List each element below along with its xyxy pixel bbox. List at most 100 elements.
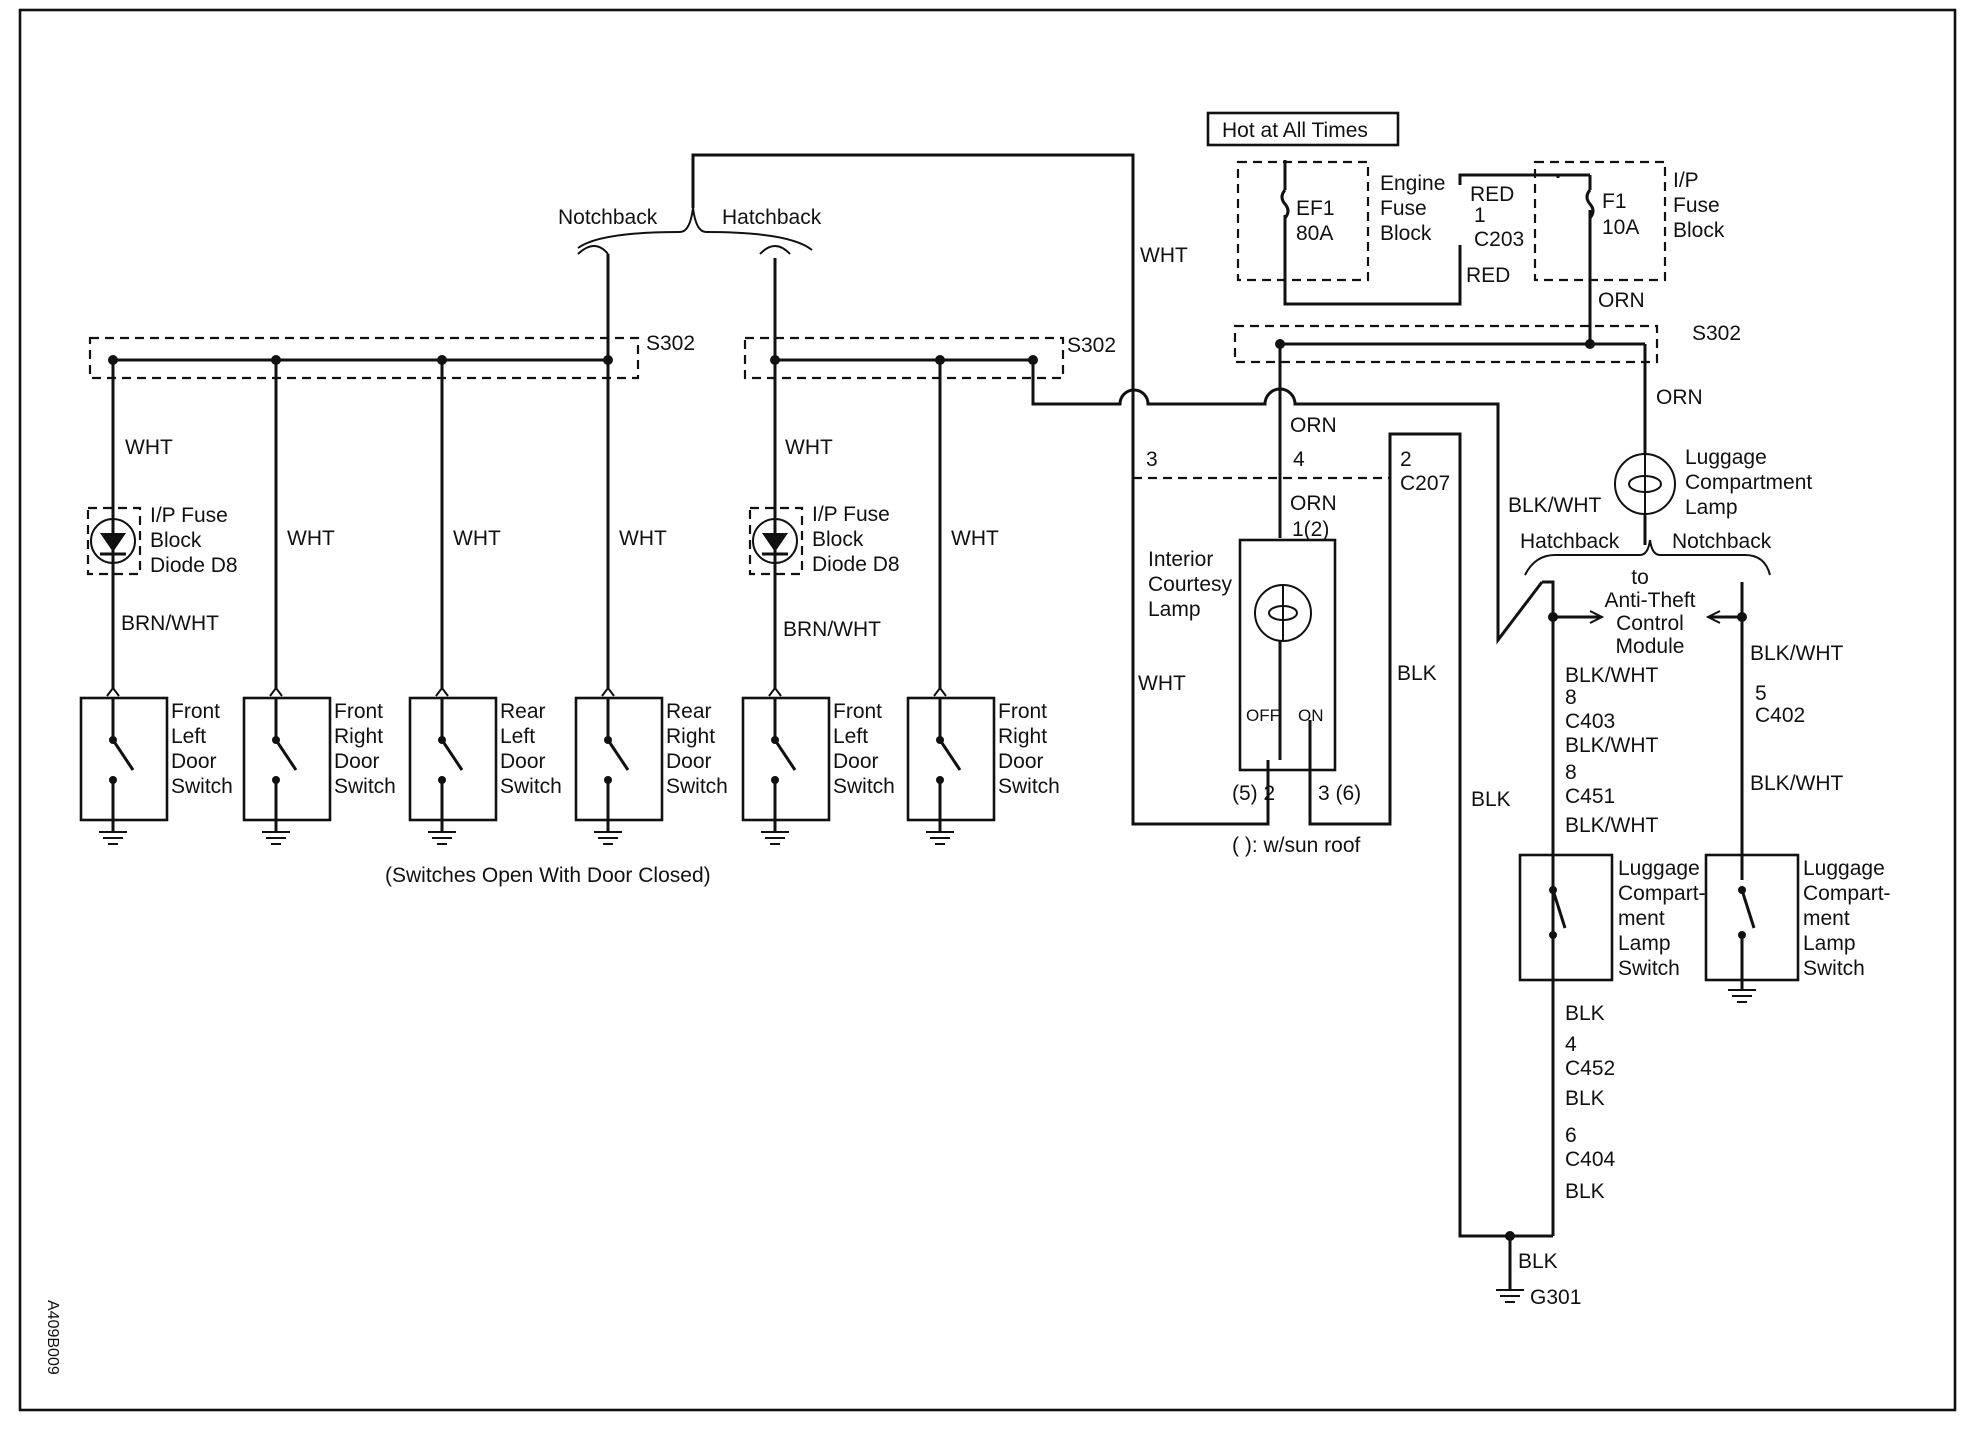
figure-code: A409B009 <box>44 1300 61 1375</box>
door-switch-label: Right <box>334 725 383 748</box>
engine-fuse-block-label-1: Engine <box>1380 172 1445 195</box>
wire-label-wht-3: WHT <box>453 527 501 550</box>
notchback-label: Notchback <box>558 206 658 229</box>
courtesy-lamp-label-3: Lamp <box>1148 598 1201 621</box>
diagram-frame <box>18 8 1957 1412</box>
wire-label-wht-2: WHT <box>287 527 335 550</box>
wire-label-wht-7: WHT <box>1140 244 1188 267</box>
ip-fuse-block-label-1: I/P <box>1673 169 1699 192</box>
wire-label-blk-wht-1: BLK/WHT <box>1508 494 1602 517</box>
anti-theft-label-4: Module <box>1616 635 1685 658</box>
splice-dots <box>108 339 1747 622</box>
c451-label: C451 <box>1565 785 1615 808</box>
door-switch-label: Door <box>666 750 712 773</box>
door-switch-box <box>741 696 831 822</box>
door-switch-label: Switch <box>500 775 562 798</box>
wire-label-blk-2: BLK <box>1471 788 1511 811</box>
c404-label: C404 <box>1565 1148 1616 1171</box>
engine-fuse-block-label-2: Fuse <box>1380 197 1427 220</box>
door-switch-label: Door <box>334 750 380 773</box>
wire-label-blk-wht-5: BLK/WHT <box>1750 642 1844 665</box>
wire-label-wht-4: WHT <box>619 527 667 550</box>
wire-label-blk-wht-6: BLK/WHT <box>1750 772 1844 795</box>
splice-label-middle: S302 <box>1067 334 1116 357</box>
engine-fuse-rating-1: EF1 <box>1296 197 1335 220</box>
c452-pin-label: 4 <box>1565 1033 1577 1056</box>
door-switch-label: Front <box>334 700 383 723</box>
ip-fuse-rating-1: F1 <box>1602 190 1627 213</box>
ground-icon <box>594 831 622 845</box>
wire-label-wht-5: WHT <box>785 436 833 459</box>
wire-label-brn-wht-1: BRN/WHT <box>121 612 219 635</box>
hatchback-label-right: Hatchback <box>1520 530 1620 553</box>
luggage-lamp-label-2: Compartment <box>1685 471 1812 494</box>
luggage-switch-hatch-label-3: ment <box>1618 907 1665 930</box>
wire-label-blk-4: BLK <box>1565 1087 1605 1110</box>
splice-label-left: S302 <box>646 332 695 355</box>
luggage-switch-hatch-label-5: Switch <box>1618 957 1680 980</box>
engine-fuse-symbol <box>1280 189 1290 219</box>
door-switch-label: Rear <box>666 700 712 723</box>
door-switch-label: Switch <box>833 775 895 798</box>
c207-label: C207 <box>1400 472 1450 495</box>
lamp-pin-top-label: 1(2) <box>1292 518 1329 541</box>
c203-pin-label: 1 <box>1474 204 1486 227</box>
diode-groups <box>86 506 804 576</box>
fuse-blocks <box>1206 111 1667 282</box>
wire-label-wht-6: WHT <box>951 527 999 550</box>
ip-fuse-symbol <box>1585 189 1595 219</box>
door-switch-contact <box>440 739 464 771</box>
lamp-switch-off-label: OFF <box>1246 706 1280 725</box>
door-switch-label: Right <box>666 725 715 748</box>
courtesy-lamp-label-1: Interior <box>1148 548 1213 571</box>
door-switch-box <box>906 696 996 822</box>
door-switch-label: Right <box>998 725 1047 748</box>
lamp-switch-on-label: ON <box>1298 706 1324 725</box>
door-switch-label: Left <box>500 725 535 748</box>
luggage-switch-notch-label-2: Compart- <box>1803 882 1891 905</box>
ground-icon-luggage <box>1728 989 1756 1003</box>
hatchback-label: Hatchback <box>722 206 822 229</box>
anti-theft-label-3: Control <box>1616 612 1684 635</box>
diode-box-right <box>748 506 804 576</box>
anti-theft-label-2: Anti-Theft <box>1604 589 1695 612</box>
diode-label-2-line-3: Diode D8 <box>812 553 900 576</box>
wire-label-blk-wht-3: BLK/WHT <box>1565 734 1659 757</box>
diode-label-1-line-3: Diode D8 <box>150 554 238 577</box>
luggage-switch-hatch-label-1: Luggage <box>1618 857 1700 880</box>
diode-box-left <box>86 506 142 576</box>
door-switch-label: Door <box>500 750 546 773</box>
luggage-switch-notch-label-4: Lamp <box>1803 932 1856 955</box>
sunroof-note: ( ): w/sun roof <box>1232 834 1361 857</box>
ground-symbols <box>1496 989 1756 1303</box>
ground-icon <box>926 831 954 845</box>
ip-fuse-block-label-2: Fuse <box>1673 194 1720 217</box>
wire-label-wht-8: WHT <box>1138 672 1186 695</box>
notchback-label-right: Notchback <box>1672 530 1772 553</box>
door-switch-label: Door <box>833 750 879 773</box>
ip-fuse-block-label-3: Block <box>1673 219 1725 242</box>
c402-label: C402 <box>1755 704 1805 727</box>
diode-icon-left <box>90 518 136 564</box>
ground-icon <box>761 831 789 845</box>
wire-label-red-1: RED <box>1470 183 1514 206</box>
luggage-lamp-label-3: Lamp <box>1685 496 1738 519</box>
door-switch-label: Door <box>171 750 217 773</box>
anti-theft-label-1: to <box>1631 566 1649 589</box>
courtesy-lamp-housing <box>1238 538 1337 772</box>
splice-box-left <box>88 336 640 380</box>
c403-label: C403 <box>1565 710 1615 733</box>
door-switch-box <box>408 696 498 822</box>
luggage-switch-box-hatch <box>1518 853 1614 982</box>
ground-icon-g301 <box>1496 1289 1524 1303</box>
ground-icon <box>428 831 456 845</box>
door-switch-label: Front <box>998 700 1047 723</box>
diode-label-1-line-1: I/P Fuse <box>150 504 228 527</box>
wire-label-orn-2: ORN <box>1290 492 1337 515</box>
